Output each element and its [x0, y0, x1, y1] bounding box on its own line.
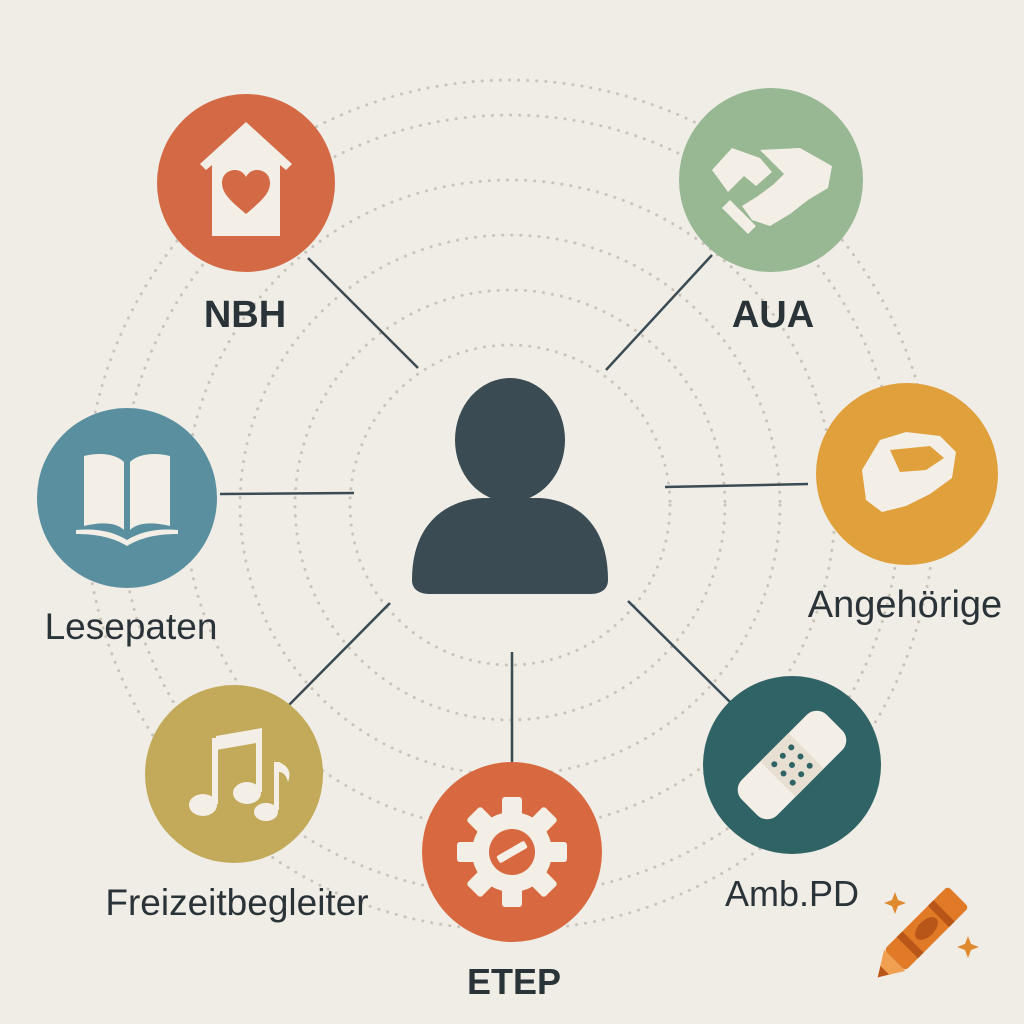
node-etep[interactable]: [422, 762, 602, 942]
house-heart-icon: [200, 122, 292, 236]
handshake-icon: [712, 148, 832, 234]
music-notes-icon: [189, 728, 290, 821]
ring: [238, 233, 782, 777]
ring: [293, 288, 727, 722]
node-amb-pd-label: Amb.PD: [724, 873, 860, 914]
node-angehoerige-label: Angehörige: [807, 584, 1003, 626]
connector-lesepaten: [219, 491, 355, 496]
bandage-icon: [737, 710, 847, 820]
node-lesepaten[interactable]: [37, 408, 217, 588]
node-nbh[interactable]: [157, 94, 335, 272]
node-aua-circle: [679, 88, 863, 272]
connector-aua: [605, 254, 713, 371]
node-nbh-label: NBH: [203, 294, 287, 336]
node-lesepaten-label: Lesepaten: [44, 606, 218, 647]
connector-angehoerige: [664, 482, 809, 489]
node-angehoerige[interactable]: [816, 383, 998, 565]
node-lesepaten-circle: [37, 408, 217, 588]
connectors: [219, 254, 809, 762]
node-amb-pd[interactable]: [703, 676, 881, 854]
crayon-icon: [877, 887, 979, 978]
connector-freizeitbegleiter: [287, 602, 391, 707]
holding-hands-icon: [862, 432, 956, 512]
open-book-icon: [76, 454, 178, 546]
ring: [348, 343, 672, 667]
node-aua[interactable]: [679, 88, 863, 272]
gear-icon: [457, 797, 567, 907]
connector-nbh: [307, 257, 419, 369]
person-icon: [412, 378, 608, 594]
node-freizeitbegleiter-circle: [145, 685, 323, 863]
node-freizeitbegleiter[interactable]: [145, 685, 323, 863]
node-aua-label: AUA: [731, 294, 815, 336]
node-freizeitbegleiter-label: Freizeitbegleiter: [105, 882, 369, 923]
node-etep-label: ETEP: [466, 961, 562, 1002]
connector-amb-pd: [627, 600, 731, 703]
